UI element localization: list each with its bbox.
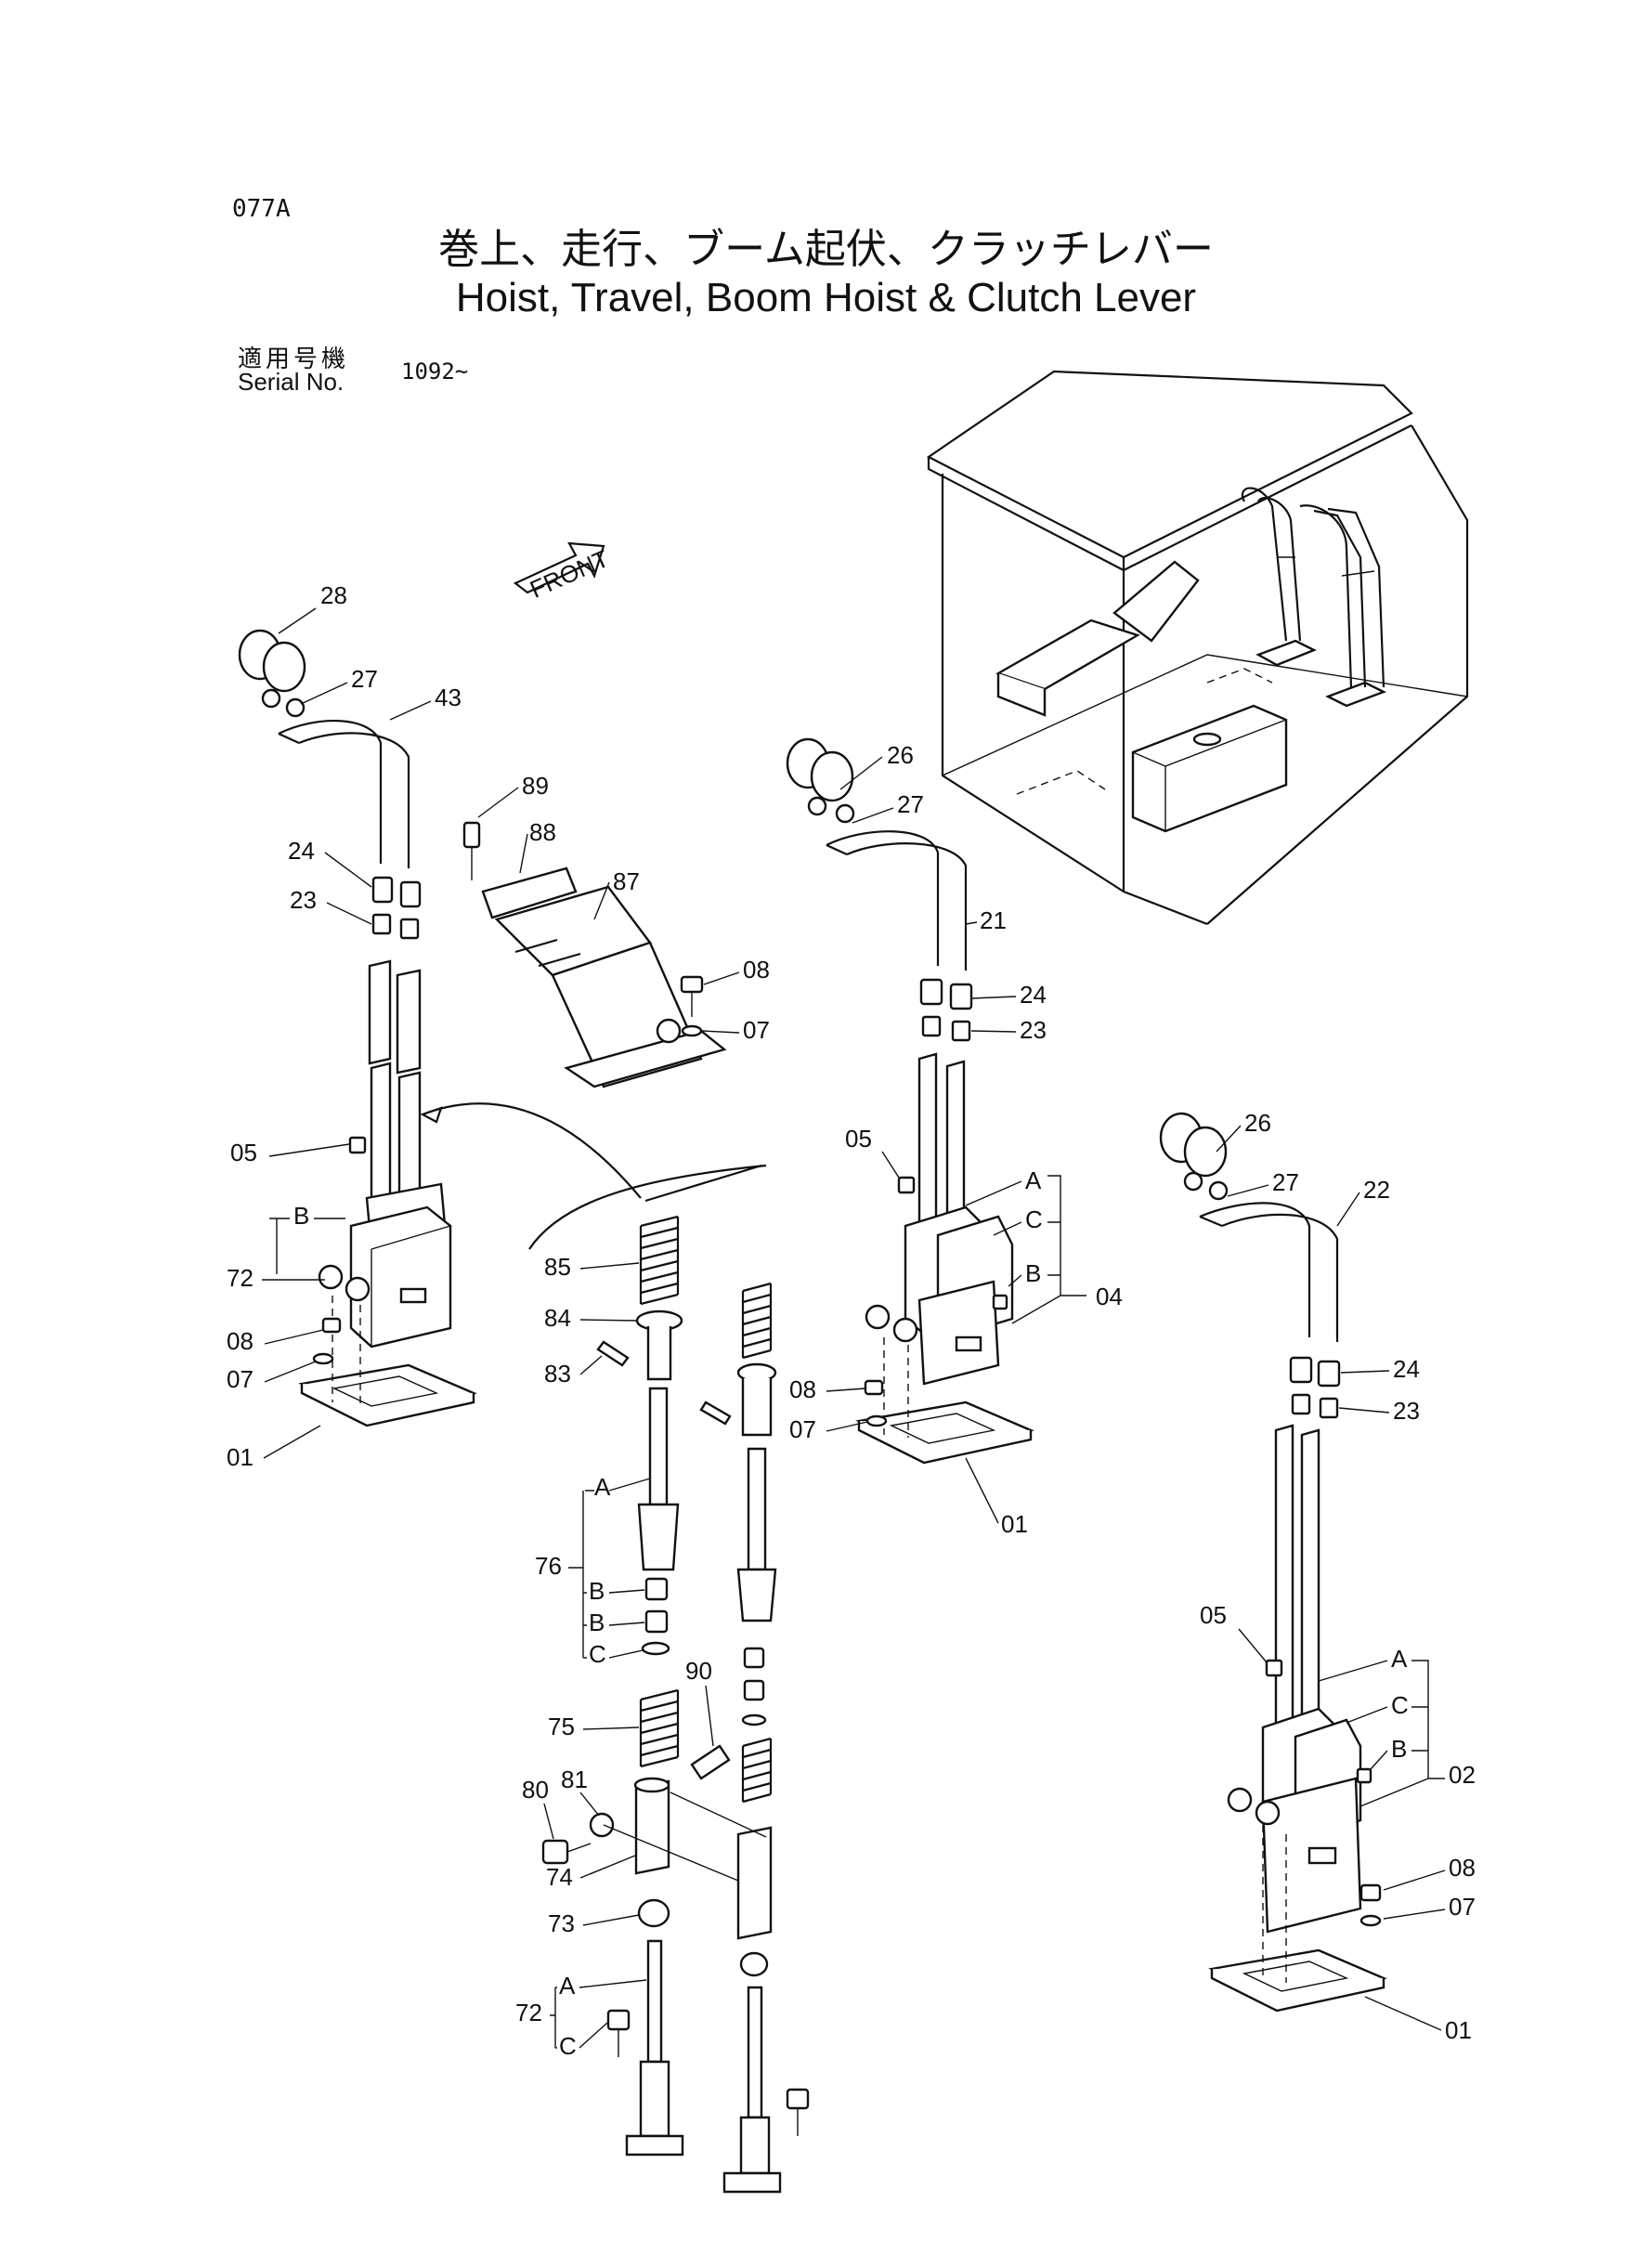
- right-lever-assembly: 26 27 22 24 23 05 A C B 02 08 07 01: [1159, 1109, 1476, 2044]
- callout-05-right: 05: [1200, 1601, 1227, 1629]
- callout-08-right: 08: [1449, 1854, 1476, 1882]
- title-english: Hoist, Travel, Boom Hoist & Clutch Lever: [455, 275, 1197, 320]
- callout-72: 72: [227, 1264, 254, 1292]
- callout-07-center: 07: [789, 1415, 816, 1443]
- callout-28: 28: [320, 581, 347, 609]
- callout-01-center: 01: [1001, 1510, 1028, 1538]
- left-assembly-callouts: 28 27 43 24 23 05 B 72 08 07 01: [227, 581, 462, 1471]
- callout-21: 21: [980, 906, 1007, 934]
- center-lever-assembly: 26 27 21 24 23 05 A C B 04 08 07 01: [786, 737, 1123, 1538]
- callout-74: 74: [546, 1863, 573, 1891]
- callout-c-right: C: [1391, 1691, 1409, 1719]
- callout-22: 22: [1363, 1176, 1390, 1204]
- callout-87: 87: [613, 867, 640, 895]
- callout-b-right: B: [1391, 1735, 1407, 1763]
- callout-23: 23: [290, 886, 317, 914]
- callout-84: 84: [544, 1304, 571, 1332]
- callout-26: 26: [887, 741, 914, 769]
- valve-internals-exploded: 85 84 83 A 76 B B C 75 90 80 81 74: [515, 1164, 810, 2194]
- callout-72-a: A: [559, 1972, 576, 2000]
- callout-08: 08: [227, 1327, 254, 1355]
- callout-05: 05: [230, 1139, 257, 1166]
- callout-a-center: A: [1025, 1166, 1042, 1194]
- callout-43: 43: [435, 684, 462, 711]
- page-code: 077A: [232, 195, 291, 223]
- callout-76-b1: B: [589, 1577, 605, 1605]
- callout-90: 90: [685, 1657, 712, 1685]
- callout-08-bracket: 08: [743, 956, 770, 984]
- callout-72-rod: 72: [515, 1999, 542, 2026]
- callout-23-center: 23: [1020, 1016, 1047, 1044]
- callout-c-center: C: [1025, 1205, 1043, 1233]
- callout-07-right: 07: [1449, 1893, 1476, 1921]
- callout-85: 85: [544, 1253, 571, 1281]
- title-japanese: 巻上、走行、ブーム起伏、クラッチレバー: [438, 226, 1214, 273]
- callout-76-b2: B: [589, 1609, 605, 1636]
- callout-88: 88: [529, 818, 556, 846]
- serial-number-value: 1092~: [401, 358, 469, 384]
- callout-73: 73: [548, 1909, 575, 1937]
- serial-label-japanese: 適用号機: [238, 345, 350, 373]
- callout-01: 01: [227, 1443, 254, 1471]
- callout-24-right: 24: [1393, 1355, 1420, 1383]
- callout-83: 83: [544, 1360, 571, 1388]
- callout-76-a: A: [594, 1473, 611, 1501]
- callout-07-bracket: 07: [743, 1016, 770, 1044]
- callout-76: 76: [535, 1552, 562, 1580]
- callout-80: 80: [522, 1776, 549, 1804]
- callout-04: 04: [1096, 1283, 1123, 1310]
- callout-75: 75: [548, 1713, 575, 1740]
- callout-72-c: C: [559, 2032, 577, 2060]
- lever-bracket-assembly: 89 88 87 08 07: [462, 772, 770, 1088]
- callout-27-center: 27: [897, 790, 924, 818]
- callout-24: 24: [288, 837, 315, 865]
- callout-27-right: 27: [1272, 1168, 1299, 1196]
- callout-01-right: 01: [1445, 2016, 1472, 2044]
- callout-b: B: [293, 1202, 309, 1230]
- serial-label-english: Serial No.: [238, 368, 345, 396]
- callout-26-right: 26: [1244, 1109, 1271, 1137]
- operator-cab-illustration: [926, 370, 1469, 926]
- callout-76-c: C: [589, 1640, 606, 1668]
- callout-89: 89: [522, 772, 549, 800]
- front-label: FRONT: [526, 544, 613, 604]
- front-direction-arrow: FRONT: [513, 541, 613, 604]
- callout-27: 27: [351, 665, 378, 693]
- callout-05-center: 05: [845, 1125, 872, 1153]
- callout-08-center: 08: [789, 1375, 816, 1403]
- callout-07: 07: [227, 1365, 254, 1393]
- callout-24-center: 24: [1020, 981, 1047, 1009]
- callout-b-center: B: [1025, 1259, 1041, 1287]
- callout-23-right: 23: [1393, 1397, 1420, 1425]
- callout-02: 02: [1449, 1761, 1476, 1789]
- callout-81: 81: [561, 1765, 588, 1793]
- callout-a-right: A: [1391, 1645, 1408, 1673]
- left-lever-assembly: [238, 629, 642, 1427]
